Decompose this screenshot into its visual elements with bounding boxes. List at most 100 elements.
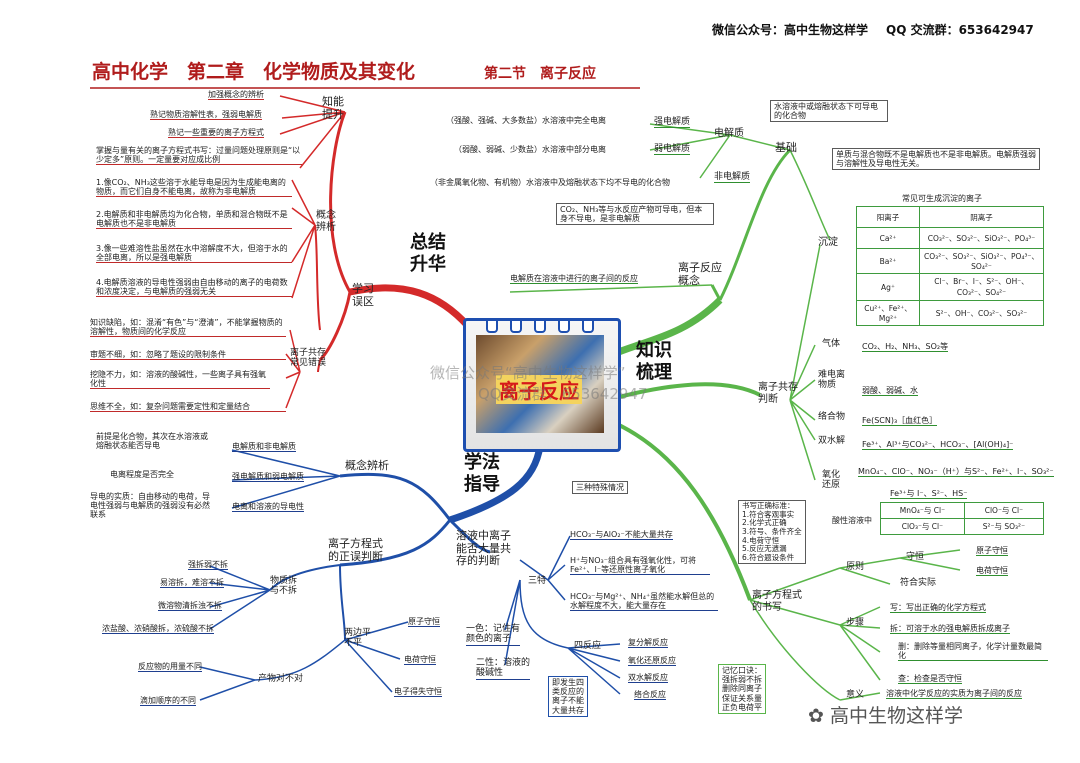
mnemonic-box: 记忆口诀： 强拆弱不拆 删除同离子 保证关系量 正负电荷平 [718,664,766,714]
central-title: 离子反应 [496,375,582,404]
branch-methods: 学法 指导 [464,452,500,495]
coexist-error-item: 知识缺陷，如：混淆“有色”与“澄清”，不能掌握物质的溶解性，物质间的化学反应 [90,318,286,338]
central-image: 离子反应 [463,318,621,452]
one-color-node: 一色：记住有 颜色的离子 [466,624,521,646]
product-node: 产物对不对 [258,674,304,684]
precipitate-table-title: 常见可生成沉淀的离子 [902,194,982,203]
steps-node: 步骤 [846,618,865,628]
step-item: 拆：可溶于水的强电解质拆成离子 [890,624,1010,635]
ability-item: 熟记一些重要的离子方程式 [168,128,264,139]
three-special-node: 三特 [528,576,547,586]
coexist-judgement-node: 离子共存 判断 [758,382,798,405]
writing-rules-box: 书写正确标准： 1.符合客观事实 2.化学式正确 3.符号、条件齐全 4.电荷守… [738,500,806,565]
ionic-reaction-definition: 电解质在溶液中进行的离子间的反应 [510,274,638,285]
table-cell: Ba²⁺ [856,248,920,274]
concept-item: 3.像一些难溶性盐虽然在水中溶解度不大，但溶于水的全部电离，所以是强电解质 [96,244,292,264]
three-special-item: HCO₃⁻与AlO₂⁻不能大量共存 [570,530,673,541]
ability-item: 加强概念的辨析 [208,90,264,101]
methods-concept-item: 强电解质和弱电解质 [232,472,304,483]
ability-item: 熟记物质溶解性表，强弱电解质 [150,110,262,121]
coexist-judgement-node: 溶液中离子 能否大量共 存的判断 [456,529,511,568]
equation-judgement-node: 离子方程式 的正误判断 [328,537,383,563]
four-reaction-item: 复分解反应 [628,638,668,649]
methods-concept-item: 电解质和非电解质 [232,442,296,453]
conservation-node: 守恒 [906,552,925,562]
table-cell: Ca²⁺ [856,227,920,249]
wechat-label: 微信公众号：高中生物这样学 [712,23,869,37]
methods-concept-item: 电离和溶液的导电性 [232,502,304,513]
non-electrolyte-node: 非电解质 [714,172,751,184]
table-cell: ClO₃⁻与 Cl⁻ [880,518,965,535]
two-sides-item: 电子得失守恒 [394,687,442,698]
methods-concept-note: 导电的实质：自由移动的电荷，导电性强弱与电解质的强弱没有必然联系 [90,492,210,520]
methods-concept-note: 电离程度是否完全 [110,470,174,479]
two-sides-node: 两边平 不平 [344,628,372,649]
coexist-error-item: 审题不细，如：忽略了题设的限制条件 [90,350,286,361]
ability-item: 掌握与量有关的离子方程式书写：过量问题处理原则是“以少定多”原则。一定量要对应成… [96,146,302,166]
table-cell: Cu²⁺、Fe²⁺、Mg²⁺ [856,300,920,326]
gas-note: CO₂、H₂、NH₃、SO₂等 [862,342,949,353]
acid-env-table: MnO₄⁻与 Cl⁻ClO⁻与 Cl⁻ ClO₃⁻与 Cl⁻S²⁻与 SO₃²⁻ [880,502,1045,535]
coexist-error-item: 思维不全，如：复杂问题需要定性和定量结合 [90,402,286,413]
basics-node: 基础 [775,141,797,154]
fit-reality-node: 符合实际 [900,578,937,588]
four-reaction-item: 双水解反应 [628,673,668,684]
concept-item: 4.电解质溶液的导电性强弱由自由移动的离子的电荷数和浓度决定，与电解质的强弱无关 [96,278,292,298]
table-header: 阴离子 [918,206,1045,228]
table-cell: CO₃²⁻、SO₃²⁻、SiO₃²⁻、PO₄³⁻、SO₄²⁻ [918,248,1045,274]
special-cases-box: 三种特殊情况 [572,481,628,495]
branch-knowledge: 知识 梳理 [636,340,672,383]
table-cell: ClO⁻与 Cl⁻ [963,502,1045,519]
electrolyte-definition: 水溶液中或熔融状态下可导电的化合物 [770,100,888,123]
non-electrolyte-note: （非金属氧化物、有机物）水溶液中及熔融状态下均不导电的化合物 [430,178,670,187]
coexist-errors-node: 离子共存 常见错误 [290,348,327,369]
concept-item: 2.电解质和非电解质均为化合物，单质和混合物既不是电解质也不是非电解质 [96,210,292,230]
table-cell: Cl⁻、Br⁻、I⁻、S²⁻、OH⁻、CO₃²⁻、SO₄²⁻ [918,273,1045,301]
methods-concept-node: 概念辨析 [345,459,389,472]
ability-node: 知能 提升 [322,95,344,121]
four-reactions-node: 四反应 [574,641,602,651]
meaning-node: 意义 [846,690,865,700]
step-item: 删：删除等量相同离子，化学计量数最简化 [898,642,1048,662]
split-node: 物质拆 与不拆 [270,576,298,597]
four-reaction-item: 氧化还原反应 [628,656,676,667]
step-item: 查：检查是否守恒 [898,674,962,685]
page-title: 高中化学 第二章 化学物质及其变化 [92,61,416,83]
redox-note: Fe³⁺与 I⁻、S²⁻、HS⁻ [890,489,968,500]
ionic-reaction-concept-node: 离子反应 概念 [678,261,722,287]
table-cell: CO₃²⁻、SO₃²⁻、SiO₃²⁻、PO₄³⁻ [918,227,1045,249]
double-hydrolysis-note: Fe³⁺、Al³⁺与CO₃²⁻、HCO₃⁻、[Al(OH)₄]⁻ [862,440,1014,451]
weak-electrolyte-node: 弱电解质 [654,144,691,156]
concept-item: 1.像CO₂、NH₃这些溶于水能导电是因为生成能电离的物质，而它们自身不能电离，… [96,178,292,198]
equation-writing-node: 离子方程式 的书写 [752,590,802,613]
table-header: 阳离子 [856,206,920,228]
four-reaction-item: 络合反应 [634,690,666,701]
table-cell: S²⁻与 SO₃²⁻ [963,518,1045,535]
gas-node: 气体 [822,339,841,349]
two-sides-item: 电荷守恒 [404,655,436,666]
wechat-logo-icon: ✿ [808,705,830,727]
charge-conservation: 电荷守恒 [976,566,1008,577]
three-special-item: H⁺与NO₃⁻组合具有强氧化性，可将Fe²⁺、I⁻等还原性离子氧化 [570,556,710,576]
weak-electrolyte-note: （弱酸、弱碱、少数盐）水溶液中部分电离 [454,145,606,154]
meaning-note: 溶液中化学反应的实质为离子间的反应 [886,689,1022,700]
product-item: 滴加顺序的不同 [140,696,196,707]
step-item: 写：写出正确的化学方程式 [890,603,986,614]
acid-env-node: 酸性溶液中 [832,516,872,525]
strong-electrolyte-note: （强酸、强碱、大多数盐）水溶液中完全电离 [446,116,606,125]
weak-electrolyte-substance-node: 难电离 物质 [818,370,846,391]
section-title: 第二节 离子反应 [484,66,596,82]
redox-node: 氧化 还原 [822,470,841,491]
footer-watermark-text: 高中生物这样学 [829,705,963,727]
footer-watermark: ✿ 高中生物这样学 [808,705,963,728]
qq-group-label: QQ 交流群：653642947 [886,23,1034,37]
precipitate-node: 沉淀 [818,237,838,248]
mistakes-node: 学习 误区 [352,282,374,308]
split-item: 浓盐酸、浓硝酸拆，浓硫酸不拆 [102,624,214,635]
table-cell: MnO₄⁻与 Cl⁻ [880,502,965,519]
four-reactions-note: 即发生四 类反应的 离子不能 大量共存 [548,676,588,717]
split-item: 强拆弱不拆 [188,560,228,571]
complex-note: Fe(SCN)₃［血红色］ [862,416,938,427]
split-item: 易溶拆，难溶不拆 [160,578,224,589]
